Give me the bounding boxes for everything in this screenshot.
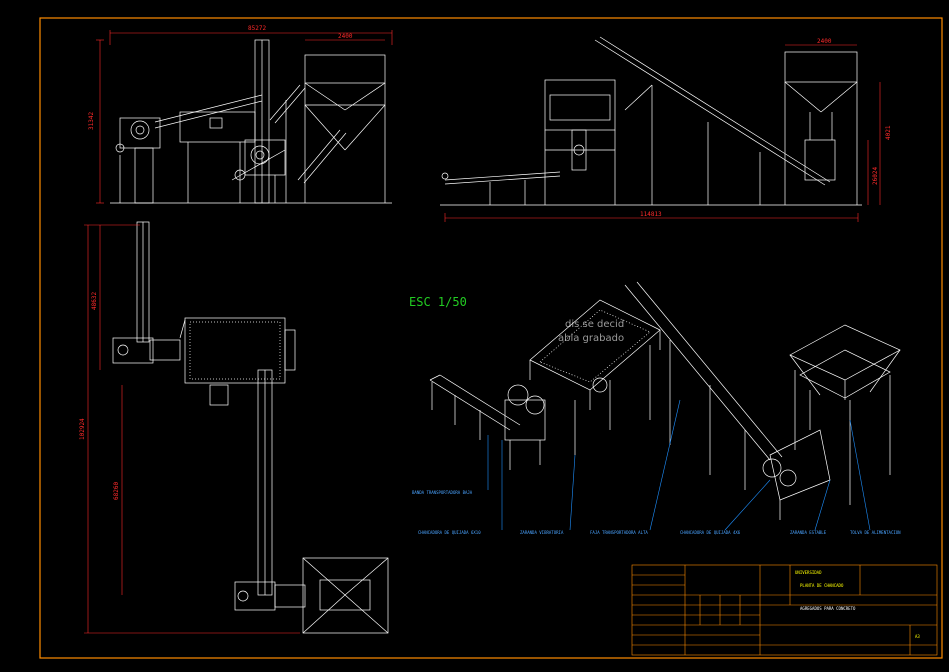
dim-hopper-width: 2400 <box>338 33 353 40</box>
watermark-line-1: dis se decid <box>565 319 624 330</box>
plan-view <box>112 221 389 634</box>
dim-height-b: 26024 <box>872 167 879 185</box>
title-main: PLANTA DE CHANCADO <box>800 583 844 588</box>
watermark-line-2: abla grabado <box>558 333 624 344</box>
elevation-right <box>440 36 862 206</box>
callout-chancadora-4x6: CHANCADORA DE QUIJADA 4X6 <box>680 530 741 535</box>
elevation-left <box>110 39 392 204</box>
title-university: UNIVERSIDAD <box>795 570 822 575</box>
dim-overall-width: 85272 <box>248 25 266 32</box>
dim-plan-upper: 48632 <box>91 292 98 310</box>
callout-zaranda-estable: ZARANDA ESTABLE <box>790 530 827 535</box>
callout-faja-alta: FAJA TRANSPORTADORA ALTA <box>590 530 648 535</box>
callout-zaranda-vibratoria: ZARANDA VIBRATORIA <box>520 530 564 535</box>
title-sheet: A3 <box>915 634 920 639</box>
dim-overall-length: 114813 <box>640 211 662 218</box>
dim-hopper-width-right: 2400 <box>817 38 832 45</box>
isometric-view <box>429 281 901 520</box>
callout-tolva: TOLVA DE ALIMENTACION <box>850 530 901 535</box>
title-block <box>631 564 938 656</box>
dim-height-left: 31342 <box>88 112 95 130</box>
title-subtitle: AGREGADOS PARA CONCRETO <box>800 606 856 611</box>
dim-plan-overall: 102924 <box>79 418 86 440</box>
dim-height-a: 4021 <box>885 125 892 140</box>
sheet-frame <box>39 17 943 659</box>
dim-plan-lower: 68260 <box>113 482 120 500</box>
callout-banda-baja: BANDA TRANSPORTADORA BAJA <box>412 490 473 495</box>
scale-label: ESC 1/50 <box>409 295 467 309</box>
callout-chancadora-6x10: CHANCADORA DE QUIJADA 6X10 <box>418 530 481 535</box>
